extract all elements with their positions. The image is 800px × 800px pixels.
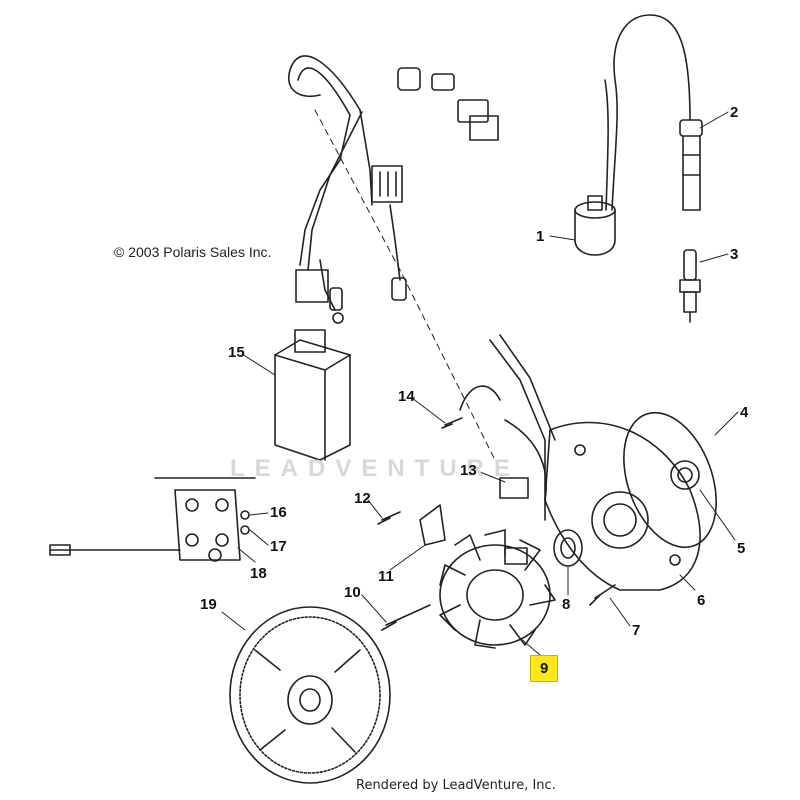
mounting-bracket	[49, 477, 256, 562]
bolt-10	[381, 604, 431, 631]
o-ring	[623, 411, 717, 549]
callout-12: 12	[354, 490, 371, 507]
callout-14: 14	[398, 388, 415, 405]
callout-17: 17	[270, 538, 287, 555]
ignition-coil	[574, 14, 703, 256]
assembly-guide-line	[314, 109, 501, 471]
stator	[439, 529, 556, 649]
callout-6: 6	[697, 592, 706, 609]
callout-3: 3	[730, 246, 739, 263]
stator-plate	[504, 419, 701, 591]
callout-16: 16	[270, 504, 287, 521]
screw-14	[441, 417, 463, 429]
callout-13: 13	[460, 462, 477, 479]
bearing	[670, 460, 700, 490]
wiring-harness	[287, 55, 499, 324]
callout-9-highlighted[interactable]: 9	[530, 655, 559, 682]
oil-seal	[553, 529, 583, 567]
watermark-text: LEADVENTURE	[230, 455, 521, 482]
wire-clamp	[419, 504, 446, 546]
callout-10: 10	[344, 584, 361, 601]
pulse-coil-13	[499, 477, 529, 499]
callout-2: 2	[730, 104, 739, 121]
callout-19: 19	[200, 596, 217, 613]
callout-8: 8	[562, 596, 571, 613]
flywheel	[229, 606, 391, 784]
callout-7: 7	[632, 622, 641, 639]
callout-1: 1	[536, 228, 545, 245]
copyright-text: © 2003 Polaris Sales Inc.	[114, 244, 272, 260]
leader-lines	[221, 111, 739, 656]
cdi-module	[274, 329, 351, 461]
callout-4: 4	[740, 404, 749, 421]
screw-12	[377, 511, 401, 525]
spark-plug	[679, 249, 701, 323]
callout-18: 18	[250, 565, 267, 582]
screw-7	[589, 584, 616, 606]
callout-5: 5	[737, 540, 746, 557]
callout-11: 11	[378, 568, 394, 585]
rendered-by-text: Rendered by LeadVenture, Inc.	[356, 778, 556, 793]
callout-15: 15	[228, 344, 245, 361]
